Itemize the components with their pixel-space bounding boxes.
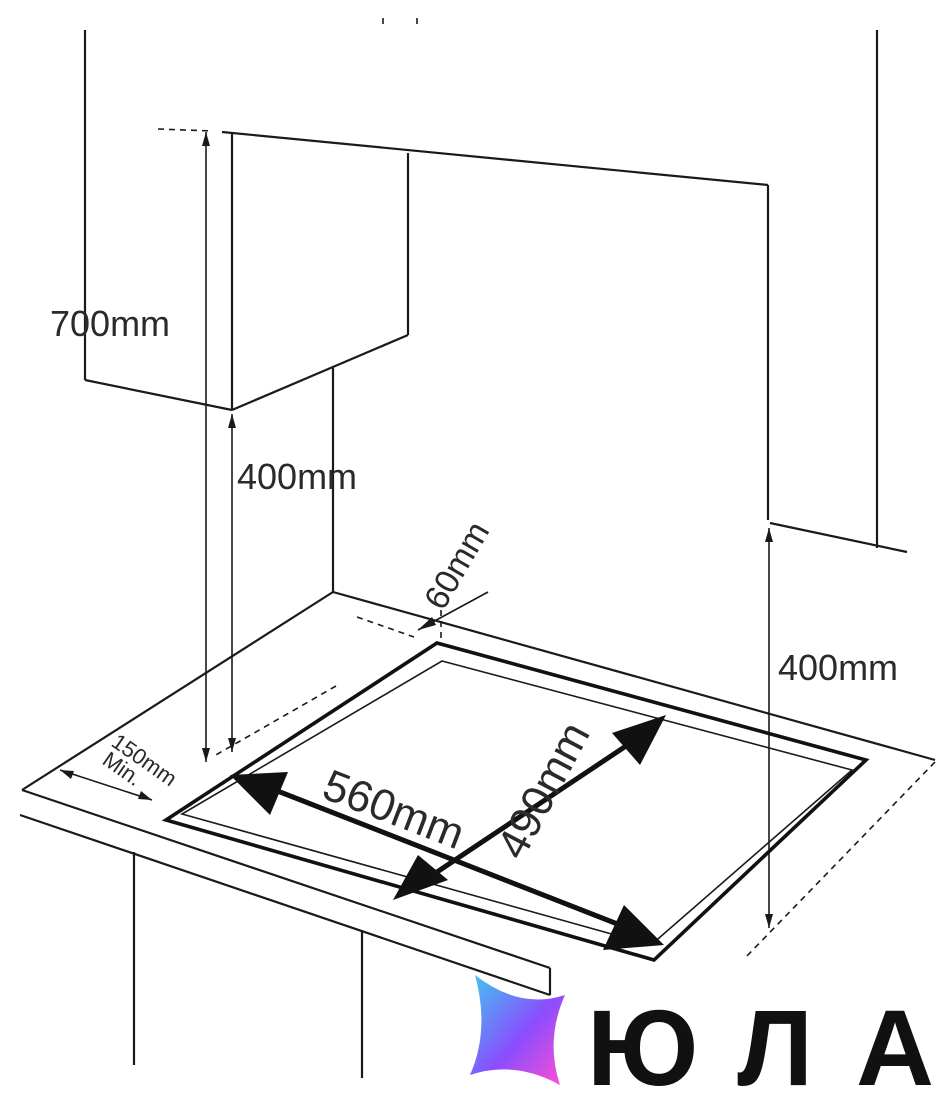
hood-outline <box>157 128 770 520</box>
clearance-guides <box>213 610 442 757</box>
arrow-560 <box>230 772 664 950</box>
label-560mm: 560mm <box>316 761 471 859</box>
label-400mm-side: 400mm <box>778 647 898 688</box>
cabinet-base <box>132 852 364 1078</box>
right-wall-cabinet <box>769 30 908 554</box>
dimension-400-hood <box>228 414 236 752</box>
label-60mm: 60mm <box>417 515 497 616</box>
dimension-150 <box>59 769 153 801</box>
yula-brand-text: ЮЛА <box>587 987 934 1100</box>
dimension-400-side <box>765 528 773 928</box>
dimension-60 <box>417 591 489 631</box>
yula-star-icon <box>470 975 565 1085</box>
yula-watermark: ЮЛА <box>470 975 934 1100</box>
label-700mm: 700mm <box>50 303 170 344</box>
label-400mm-hood: 400mm <box>237 456 357 497</box>
arrow-490 <box>393 715 666 900</box>
dimension-700 <box>202 132 210 762</box>
top-marks <box>382 18 418 24</box>
left-wall-cabinet <box>83 30 410 412</box>
label-490mm: 490mm <box>488 714 600 867</box>
